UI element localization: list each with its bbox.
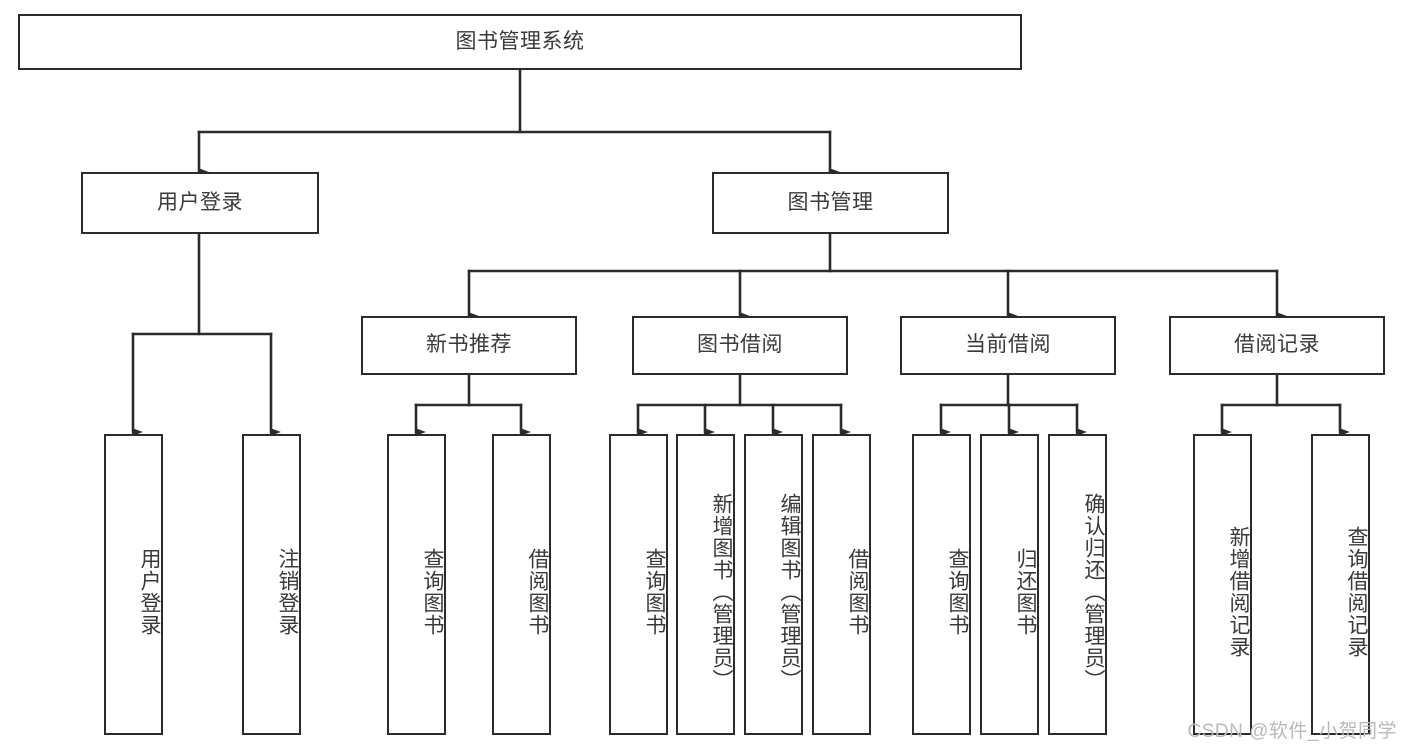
- node-leaf-return-book[interactable]: 归还图书: [980, 434, 1039, 735]
- node-leaf-logout[interactable]: 注销登录: [242, 434, 301, 735]
- node-leaf-add-record-label: 新增借阅记录: [1227, 525, 1250, 658]
- node-book-manage-label: 图书管理: [787, 190, 874, 214]
- node-book-borrow[interactable]: 图书借阅: [632, 316, 848, 375]
- node-leaf-logout-label: 注销登录: [276, 547, 299, 636]
- node-new-book-rec-label: 新书推荐: [426, 333, 512, 357]
- node-leaf-query-record-label: 查询借阅记录: [1345, 525, 1368, 658]
- node-leaf-query-book-1-label: 查询图书: [421, 547, 444, 636]
- node-leaf-add-book[interactable]: 新增图书（管理员）: [676, 434, 735, 735]
- node-leaf-add-book-label: 新增图书（管理员）: [710, 492, 733, 691]
- node-leaf-query-book-3[interactable]: 查询图书: [912, 434, 971, 735]
- node-current-borrow-label: 当前借阅: [965, 333, 1051, 357]
- node-leaf-edit-book-label: 编辑图书（管理员）: [778, 492, 801, 691]
- node-leaf-query-book-1[interactable]: 查询图书: [387, 434, 446, 735]
- node-leaf-query-book-3-label: 查询图书: [946, 547, 969, 636]
- node-book-manage[interactable]: 图书管理: [712, 172, 949, 234]
- node-leaf-return-book-label: 归还图书: [1014, 547, 1037, 636]
- node-leaf-query-record[interactable]: 查询借阅记录: [1311, 434, 1370, 735]
- node-leaf-add-record[interactable]: 新增借阅记录: [1193, 434, 1252, 735]
- node-leaf-confirm-return[interactable]: 确认归还（管理员）: [1048, 434, 1107, 735]
- node-leaf-query-book-2-label: 查询图书: [643, 547, 666, 636]
- node-book-borrow-label: 图书借阅: [697, 333, 783, 357]
- node-root-label: 图书管理系统: [455, 29, 585, 53]
- node-new-book-rec[interactable]: 新书推荐: [361, 316, 577, 375]
- node-leaf-confirm-return-label: 确认归还（管理员）: [1082, 492, 1105, 691]
- node-leaf-borrow-book-1[interactable]: 借阅图书: [492, 434, 551, 735]
- node-borrow-record-label: 借阅记录: [1234, 333, 1320, 357]
- node-leaf-query-book-2[interactable]: 查询图书: [609, 434, 668, 735]
- node-leaf-borrow-book-2[interactable]: 借阅图书: [812, 434, 871, 735]
- node-borrow-record[interactable]: 借阅记录: [1169, 316, 1385, 375]
- node-leaf-borrow-book-2-label: 借阅图书: [846, 547, 869, 636]
- node-current-borrow[interactable]: 当前借阅: [900, 316, 1116, 375]
- node-user-login[interactable]: 用户登录: [81, 172, 319, 234]
- watermark-text: CSDN @软件_小贺同学: [1187, 721, 1397, 742]
- node-leaf-edit-book[interactable]: 编辑图书（管理员）: [744, 434, 803, 735]
- node-leaf-borrow-book-1-label: 借阅图书: [526, 547, 549, 636]
- node-root[interactable]: 图书管理系统: [18, 14, 1022, 70]
- node-leaf-user-login[interactable]: 用户登录: [104, 434, 163, 735]
- node-user-login-label: 用户登录: [157, 190, 243, 214]
- node-leaf-user-login-label: 用户登录: [138, 547, 161, 636]
